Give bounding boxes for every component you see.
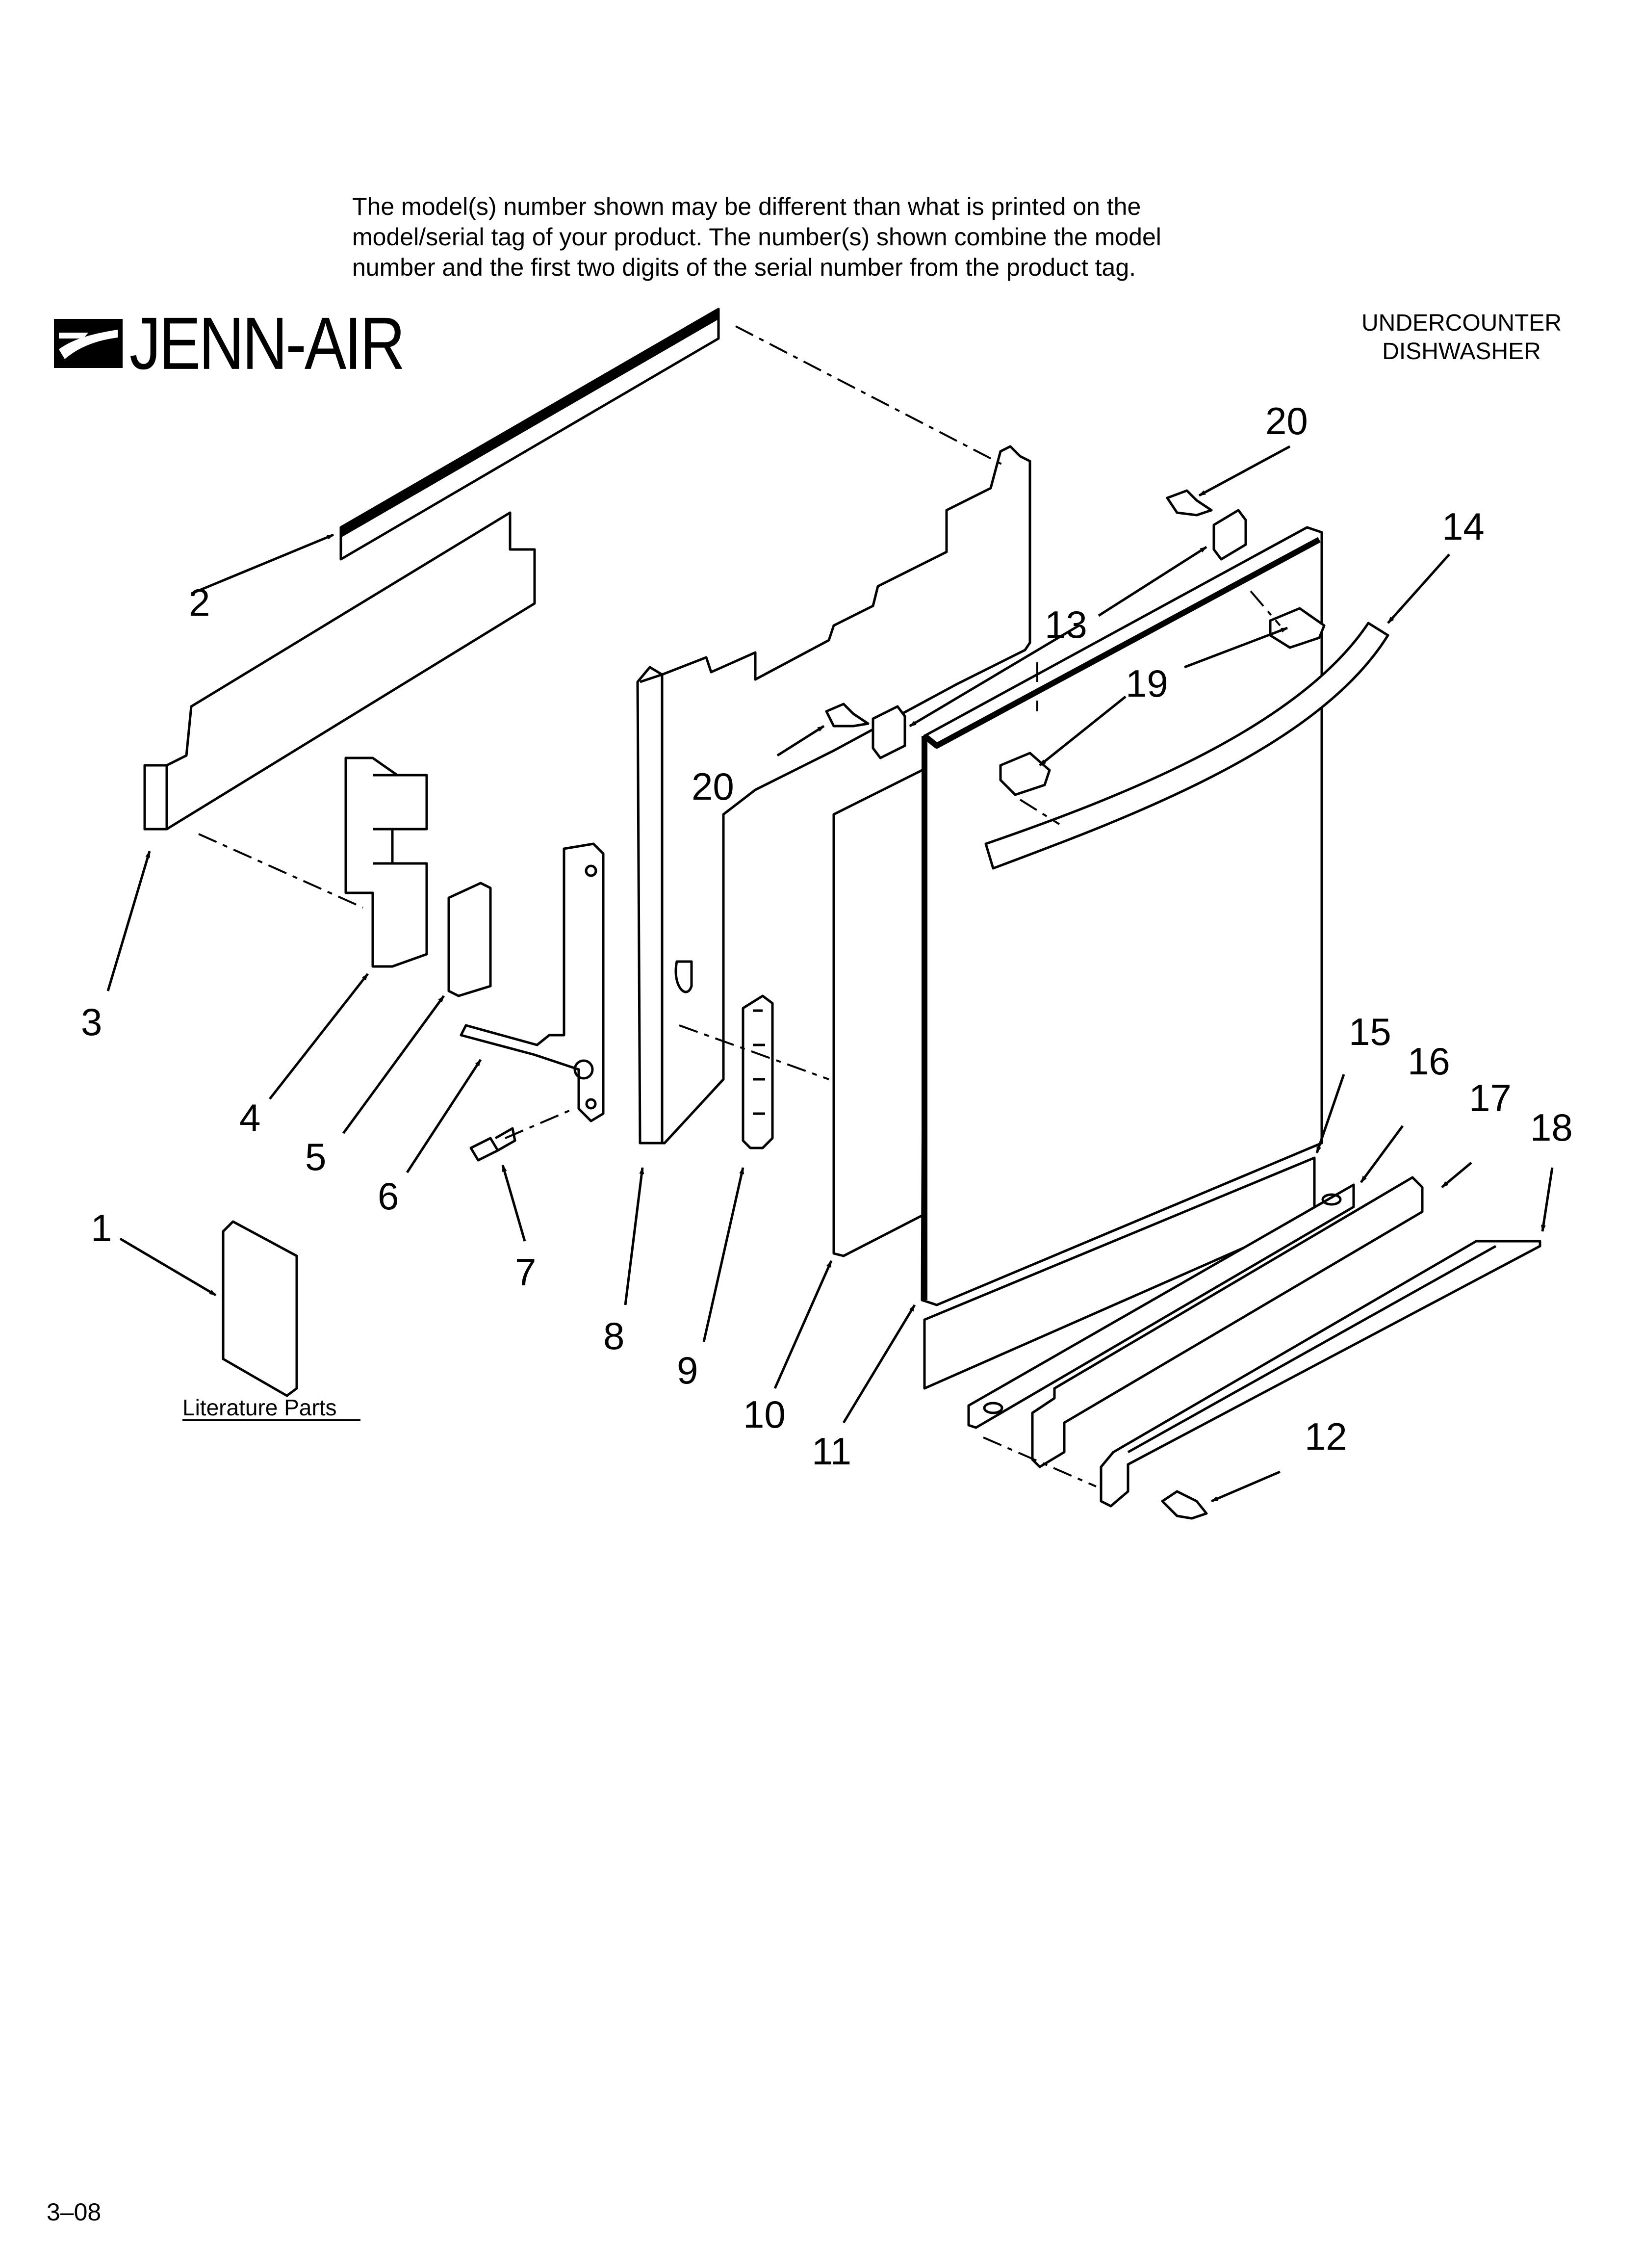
- part-7-screw: [469, 1127, 516, 1162]
- callout-11: 11: [812, 1430, 851, 1473]
- part-14-handle: [984, 622, 1389, 870]
- product-line-1: UNDERCOUNTER: [1361, 310, 1562, 336]
- product-type: UNDERCOUNTER DISHWASHER: [1324, 309, 1599, 366]
- callout-6: 6: [378, 1174, 399, 1218]
- note-line-1: The model(s) number shown may be differe…: [352, 193, 1141, 220]
- brand-swoosh-icon: [54, 319, 123, 368]
- part-11-door-panel: [921, 526, 1323, 1306]
- page-code: 3–08: [47, 2198, 102, 2226]
- callout-8: 8: [603, 1314, 624, 1357]
- part-13-bracket-upper: [1212, 509, 1247, 561]
- callout-3: 3: [81, 1000, 102, 1043]
- part-12-screw: [1161, 1490, 1208, 1520]
- assembly-guide-lines: [198, 325, 1281, 1487]
- part-2-top-strip: [339, 308, 720, 561]
- callout-16: 16: [1408, 1040, 1450, 1083]
- part-8-side-frame: [636, 445, 1031, 1145]
- brand-name: JENN-AIR: [129, 302, 405, 385]
- callout-18: 18: [1530, 1106, 1573, 1149]
- callout-19: 19: [1126, 662, 1168, 705]
- part-19-standoff-lower: [999, 752, 1051, 796]
- part-6-hinge-bracket: [460, 842, 605, 1122]
- part-20-screw-lower: [825, 703, 870, 728]
- model-number-note: The model(s) number shown may be differe…: [352, 191, 1333, 283]
- part-18-lower-trim: [1100, 1240, 1541, 1508]
- callout-17: 17: [1469, 1076, 1512, 1120]
- callout-20-upper: 20: [1265, 399, 1308, 443]
- brand-logo: JENN-AIR: [54, 302, 405, 385]
- note-line-2: model/serial tag of your product. The nu…: [352, 223, 1161, 251]
- part-16-toe-plate: [967, 1183, 1355, 1429]
- callout-20-lower: 20: [692, 765, 734, 808]
- part-20-screw-upper: [1166, 489, 1213, 517]
- product-line-2: DISHWASHER: [1382, 339, 1541, 365]
- callout-leaders: [106, 445, 1554, 1503]
- callout-10: 10: [743, 1393, 786, 1436]
- callout-4: 4: [239, 1096, 260, 1139]
- part-13-bracket-lower: [872, 705, 906, 759]
- note-line-3: number and the first two digits of the s…: [352, 254, 1136, 281]
- callout-15: 15: [1349, 1010, 1391, 1053]
- part-5-pad: [447, 882, 492, 997]
- part-4-spacer: [344, 756, 428, 968]
- part-9-bumper: [742, 994, 774, 1149]
- callout-14: 14: [1442, 505, 1485, 548]
- callout-2: 2: [189, 581, 210, 624]
- literature-parts-label: Literature Parts: [182, 1395, 336, 1420]
- callout-13: 13: [1045, 603, 1087, 646]
- part-1-literature: [222, 1220, 298, 1397]
- callout-12: 12: [1305, 1415, 1347, 1458]
- part-17-bracket: [1031, 1176, 1424, 1468]
- callout-5: 5: [305, 1135, 326, 1178]
- callout-7: 7: [515, 1251, 536, 1294]
- part-10-liner-panel: [832, 769, 931, 1257]
- callout-1: 1: [91, 1206, 112, 1250]
- callout-9: 9: [677, 1349, 698, 1392]
- part-3-back-panel: [143, 511, 536, 831]
